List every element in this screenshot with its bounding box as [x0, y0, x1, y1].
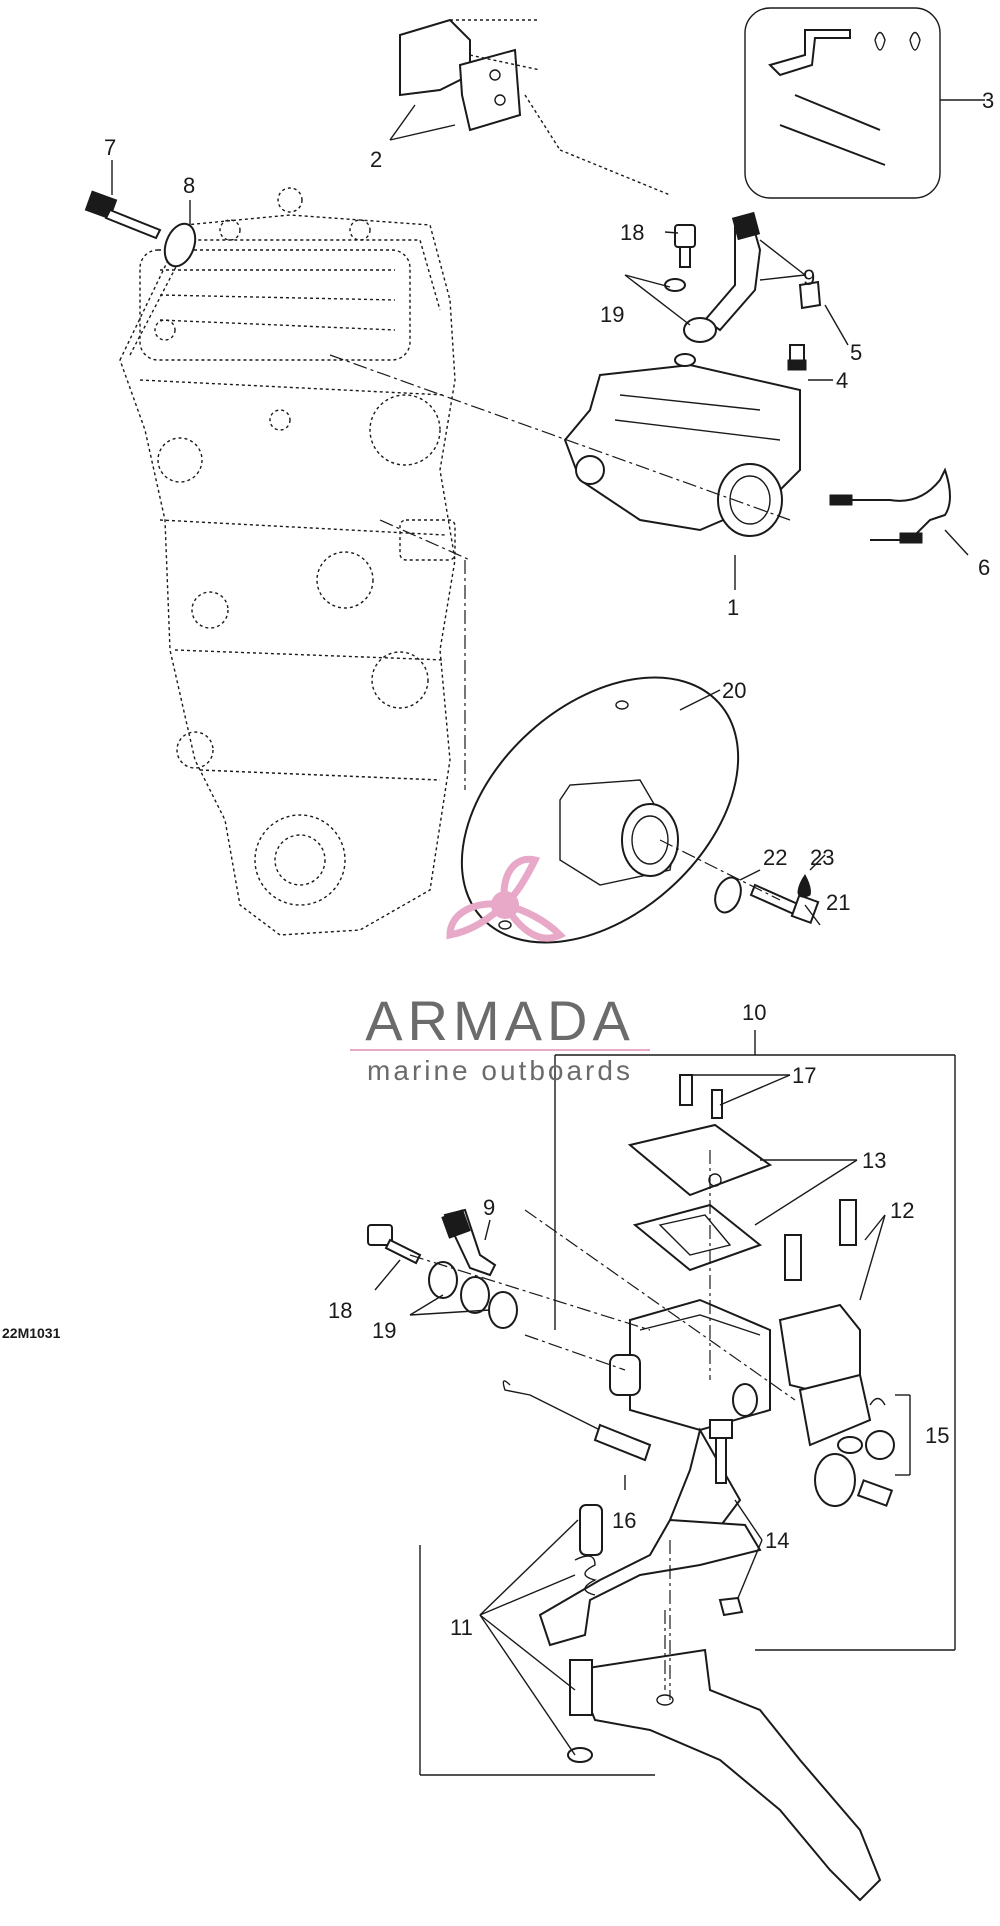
callout-3: 3 — [982, 88, 994, 113]
leader-lines — [111, 99, 985, 1756]
callout-11: 11 — [450, 1615, 473, 1640]
callout-4: 4 — [836, 368, 848, 393]
watermark: ARMADA marine outboards — [350, 855, 650, 1086]
switch-cable — [502, 1380, 652, 1462]
callout-17: 17 — [792, 1063, 816, 1088]
bleeder — [787, 280, 822, 371]
callout-23: 23 — [810, 845, 834, 870]
propeller-logo-icon — [446, 855, 566, 942]
master-cylinder-frame — [419, 1030, 956, 1776]
callout-21: 21 — [826, 890, 850, 915]
screw-washer — [84, 190, 197, 268]
banjo-bottom — [367, 1208, 518, 1329]
brand-name: ARMADA — [365, 989, 635, 1052]
callout-12: 12 — [890, 1198, 914, 1223]
gearbox-housing — [119, 187, 456, 936]
callout-8: 8 — [183, 173, 195, 198]
brake-disc — [460, 676, 740, 944]
master-cylinder-body — [609, 1298, 771, 1542]
callout-19-bottom: 19 — [372, 1318, 396, 1343]
callout-16: 16 — [612, 1508, 636, 1533]
brake-pads — [399, 18, 671, 196]
callout-15: 15 — [925, 1423, 949, 1448]
callout-18-top: 18 — [620, 220, 644, 245]
pins-kit — [744, 7, 941, 199]
brand-tagline: marine outboards — [367, 1055, 633, 1086]
reservoir-cover — [627, 1074, 773, 1272]
caliper — [563, 363, 801, 537]
callout-18-bottom: 18 — [328, 1298, 352, 1323]
callout-6: 6 — [978, 555, 990, 580]
callout-13: 13 — [862, 1148, 886, 1173]
disc-bolt — [714, 874, 820, 925]
callout-5: 5 — [850, 340, 862, 365]
clamp — [778, 1199, 872, 1447]
brake-line — [829, 467, 951, 544]
callout-2: 2 — [370, 147, 382, 172]
hose-fitting-top — [664, 211, 762, 367]
switch-parts — [814, 1397, 895, 1507]
diagram-code: 22M1031 — [2, 1325, 61, 1341]
callout-19-top: 19 — [600, 302, 624, 327]
callout-10: 10 — [742, 1000, 766, 1025]
callout-22: 22 — [763, 845, 787, 870]
callout-14: 14 — [765, 1528, 789, 1553]
callout-9-bottom: 9 — [483, 1195, 495, 1220]
brake-lever — [538, 1518, 882, 1902]
callout-labels: 1 2 3 4 5 6 7 8 9 18 19 20 21 22 23 10 1… — [2, 88, 994, 1640]
callout-7: 7 — [104, 135, 116, 160]
callout-9-top: 9 — [803, 265, 815, 290]
callout-1: 1 — [727, 595, 739, 620]
pivot-parts — [567, 1419, 744, 1763]
callout-20: 20 — [722, 678, 746, 703]
